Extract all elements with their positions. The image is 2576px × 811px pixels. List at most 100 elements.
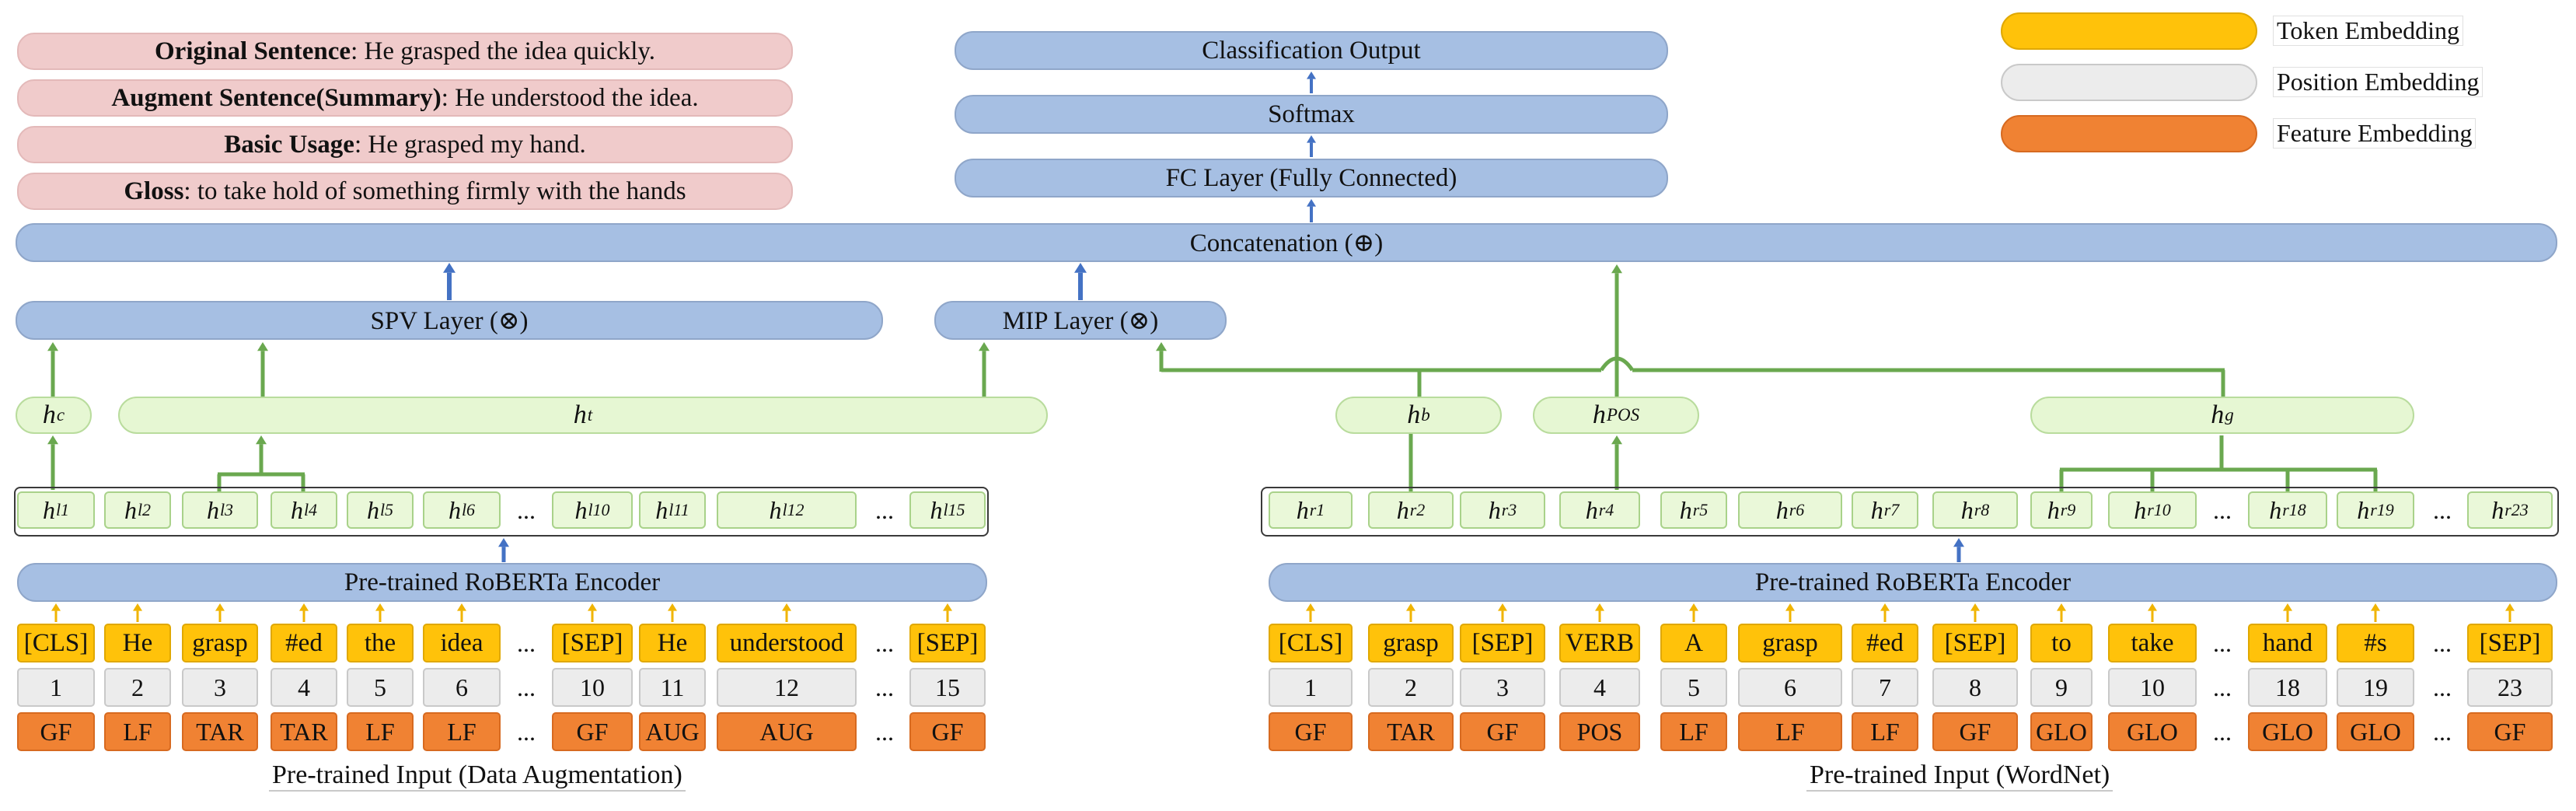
left-feature-embedding: TAR [182, 712, 258, 751]
right-hidden-hr9-base: h [2047, 495, 2060, 524]
left-position-embedding: 2 [104, 668, 171, 707]
right-hidden-hr5-subscript: r5 [1692, 500, 1709, 519]
right-position-embedding: 3 [1460, 668, 1545, 707]
concat-to-fc-arrow-head [1307, 199, 1316, 207]
example-gloss: Gloss: to take hold of something firmly … [17, 173, 793, 210]
right-feature-embedding: GF [2467, 712, 2553, 751]
right-hidden-hr1-base: h [1296, 495, 1309, 524]
right-position-embedding: 2 [1368, 668, 1454, 707]
right-position-embedding: 10 [2108, 668, 2197, 707]
right-hidden-hr7-subscript: r7 [1883, 500, 1900, 519]
right-feature-embedding: LF [1852, 712, 1918, 751]
left-hidden-hl2-base: h [124, 495, 137, 524]
left-position-embedding: 6 [423, 668, 501, 707]
left-token-embedding: understood [717, 624, 857, 662]
right-position-embedding: 7 [1852, 668, 1918, 707]
right-position-embedding: 23 [2467, 668, 2553, 707]
right-feature-ellipsis: ... [2213, 717, 2232, 746]
right-roberta-encoder: Pre-trained RoBERTa Encoder [1269, 563, 2557, 602]
right-token-embedding: to [2030, 624, 2093, 662]
hpos-to-concat-arrow-head [1611, 264, 1622, 274]
right-hidden-hr8-base: h [1960, 495, 1974, 524]
embedding-to-encoder-arrow-head [1406, 603, 1415, 611]
left-input-caption: Pre-trained Input (Data Augmentation) [269, 760, 686, 792]
left-hidden-hl12-subscript: l12 [782, 500, 805, 519]
feature-embedding-legend-label: Feature Embedding [2273, 118, 2477, 149]
ht-to-spv-arrow-head [257, 342, 268, 351]
right-input-caption: Pre-trained Input (WordNet) [1806, 760, 2114, 792]
right-position-embedding: 5 [1660, 668, 1727, 707]
right-token-embedding: A [1660, 624, 1727, 662]
right-hidden-hr8-subscript: r8 [1974, 500, 1990, 519]
embedding-to-encoder-arrow-head [2283, 603, 2292, 611]
left-feature-embedding: AUG [717, 712, 857, 751]
right-position-embedding: 4 [1559, 668, 1640, 707]
right-position-ellipsis: ... [2433, 673, 2452, 701]
left-token-embedding: idea [423, 624, 501, 662]
left-token-embedding: the [347, 624, 414, 662]
right-encoder-output-frame [1261, 487, 2559, 537]
right-token-embedding: take [2108, 624, 2197, 662]
right-feature-ellipsis: ... [2433, 717, 2452, 746]
left-position-embedding: 3 [182, 668, 258, 707]
right-hidden-hr19-subscript: r19 [2370, 500, 2394, 519]
right-token-embedding: grasp [1368, 624, 1454, 662]
left-feature-ellipsis: ... [875, 717, 894, 746]
right-position-ellipsis: ... [2213, 673, 2232, 701]
left-hidden-hl3-subscript: l3 [219, 500, 234, 519]
right-token-embedding: [SEP] [1460, 624, 1545, 662]
right-hidden-hr18-subscript: r18 [2282, 500, 2306, 519]
mip-to-concat-arrow-head [1074, 263, 1087, 273]
left-position-embedding: 15 [909, 668, 986, 707]
right-hidden-hr1-subscript: r1 [1309, 500, 1325, 519]
right-feature-embedding: GLO [2108, 712, 2197, 751]
right-token-embedding: [SEP] [1932, 624, 2018, 662]
left-hidden-hl10-subscript: l10 [588, 500, 610, 519]
classification-output-layer: Classification Output [955, 31, 1668, 70]
left-hidden-hl12-base: h [769, 495, 782, 524]
left-token-embedding: #ed [271, 624, 337, 662]
embedding-to-encoder-arrow-head [1880, 603, 1890, 611]
right-hidden-hr9-subscript: r9 [2060, 500, 2076, 519]
softmax-to-output-arrow-head [1307, 72, 1316, 79]
right-token-embedding: #s [2337, 624, 2414, 662]
bus-to-mip-arrow-head [1156, 342, 1167, 351]
left-hidden-hl6-subscript: l6 [461, 500, 476, 519]
right-feature-embedding: TAR [1368, 712, 1454, 751]
right-hidden-hr7-base: h [1870, 495, 1883, 524]
left-hidden-hl11-subscript: l11 [668, 500, 689, 519]
hr4-to-hpos-arrow-head [1611, 435, 1622, 445]
left-hidden-hl3-base: h [206, 495, 219, 524]
left-hidden-ellipsis: ... [875, 495, 894, 524]
right-hidden-hr10-subscript: r10 [2147, 500, 2171, 519]
left-token-embedding: [CLS] [17, 624, 95, 662]
left-hidden-hl6-base: h [448, 495, 461, 524]
right-token-ellipsis: ... [2433, 628, 2452, 657]
left-token-embedding: He [104, 624, 171, 662]
token-embedding-legend-icon [2001, 12, 2257, 50]
left-token-embedding: [SEP] [552, 624, 633, 662]
left-encoder-to-hidden-arrow-head [498, 538, 509, 547]
left-token-ellipsis: ... [517, 628, 536, 657]
left-hidden-hl5-subscript: l5 [379, 500, 394, 519]
left-position-embedding: 11 [639, 668, 706, 707]
embedding-to-encoder-arrow-head [1689, 603, 1698, 611]
left-token-ellipsis: ... [875, 628, 894, 657]
left-feature-ellipsis: ... [517, 717, 536, 746]
embedding-to-encoder-arrow-head [2371, 603, 2380, 611]
